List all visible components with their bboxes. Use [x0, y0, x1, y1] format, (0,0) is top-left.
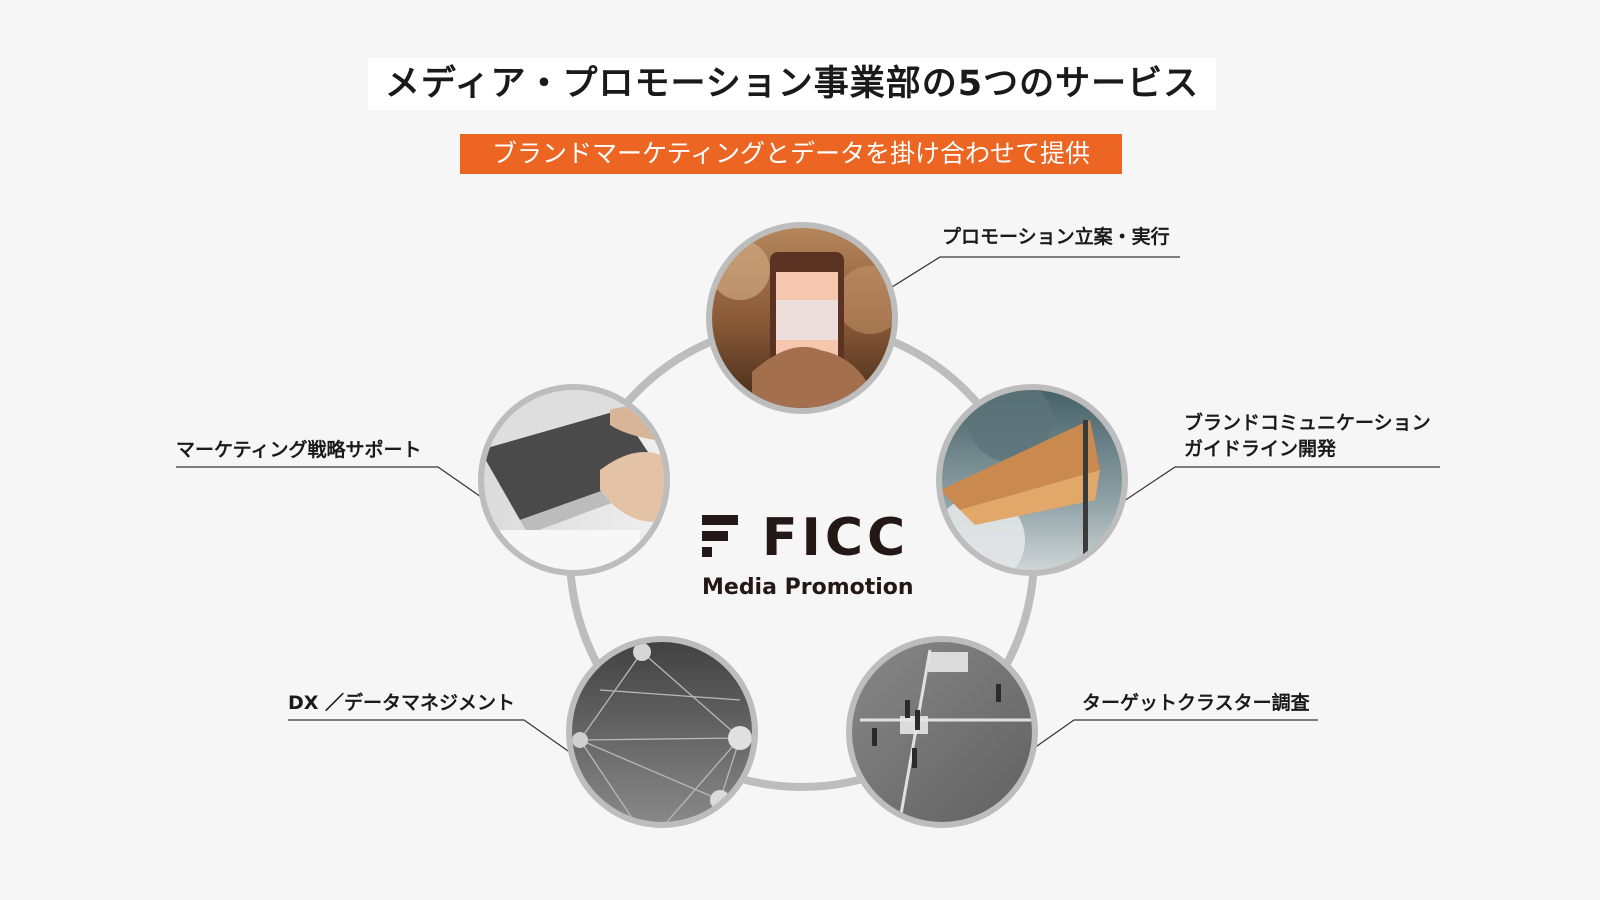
page-title: メディア・プロモーション事業部の5つのサービス: [368, 58, 1216, 110]
network-spheres-photo: [566, 636, 758, 828]
leader-line-target-cluster: [1019, 719, 1318, 759]
page-subtitle-banner: ブランドマーケティングとデータを掛け合わせて提供: [460, 134, 1122, 174]
flag-sky-photo: [936, 384, 1128, 576]
logo-subtitle: Media Promotion: [702, 575, 914, 600]
leader-line-brand-guideline: [1117, 466, 1440, 506]
leader-line-dx: [288, 719, 579, 759]
service-label-target-cluster: ターゲットクラスター調査: [1082, 692, 1310, 714]
service-label-marketing: マーケティング戦略サポート: [176, 439, 422, 461]
service-label-brand-guideline-line2: ガイドライン開発: [1184, 438, 1337, 460]
service-label-promotion: プロモーション立案・実行: [942, 226, 1170, 248]
service-label-dx: DX ／データマネジメント: [288, 692, 516, 714]
smartphone-concert-photo: [706, 222, 898, 414]
service-label-brand-guideline-line1: ブランドコミュニケーション: [1184, 412, 1431, 434]
people-street-photo: [846, 636, 1038, 828]
ficc-logo-icon: [702, 515, 738, 557]
leader-line-promotion: [883, 256, 1180, 293]
logo-wordmark: FICC: [762, 508, 910, 568]
laptop-meeting-photo: [478, 384, 670, 576]
leader-line-marketing: [176, 466, 495, 507]
